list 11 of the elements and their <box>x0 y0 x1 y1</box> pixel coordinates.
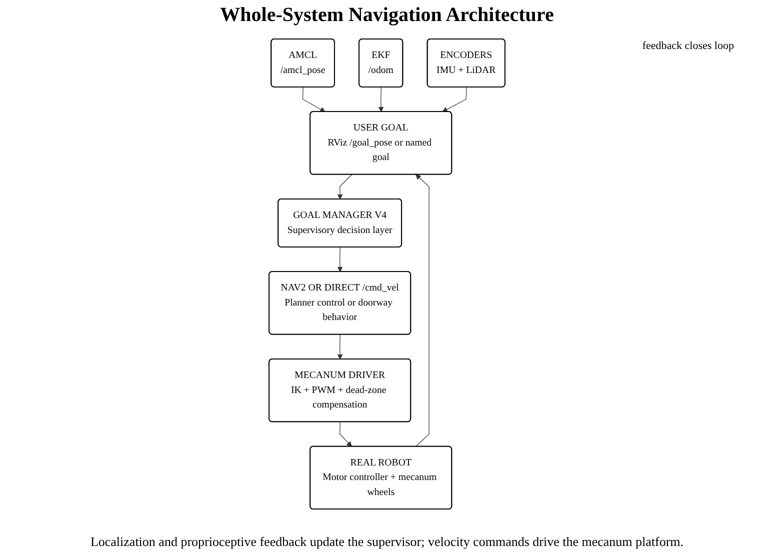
arrow <box>416 174 430 447</box>
arrow <box>302 86 326 112</box>
arrow <box>337 246 343 272</box>
arrow <box>378 86 384 112</box>
arrow <box>340 422 352 447</box>
arrow <box>337 174 352 200</box>
arrow <box>337 334 343 360</box>
diagram-caption: Localization and proprioceptive feedback update the supervisor; velocity commands drive the mecanum platform. <box>89 534 685 550</box>
arrow <box>442 86 467 112</box>
diagram-title: Whole-System Navigation Architecture <box>219 4 555 27</box>
note-text: feedback closes loop <box>642 40 734 52</box>
